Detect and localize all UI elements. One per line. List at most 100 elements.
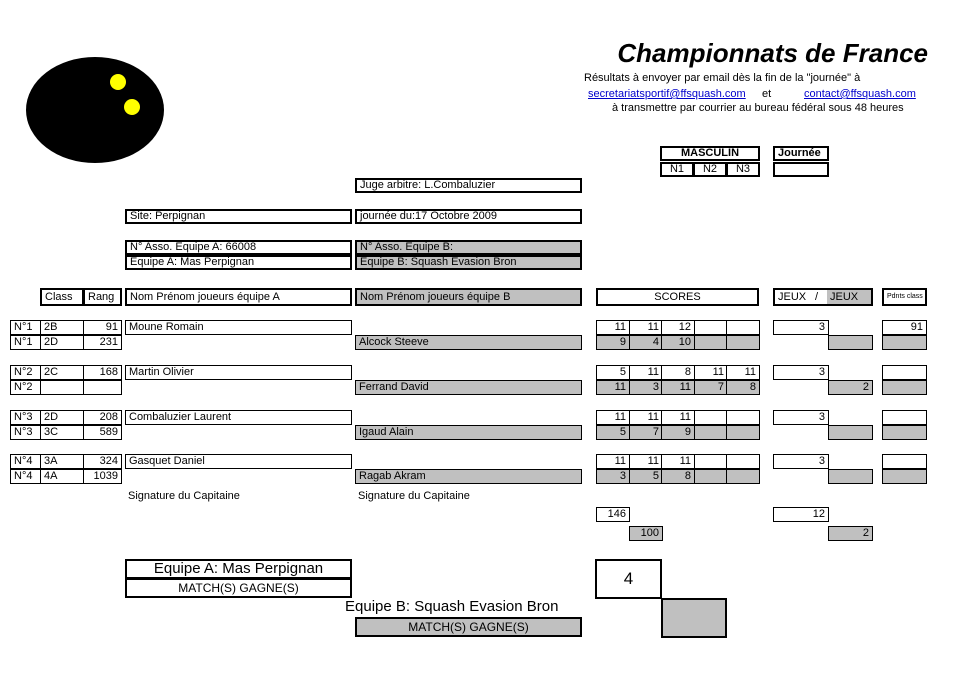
juge-arbitre: Juge arbitre: L.Combaluzier (355, 178, 582, 193)
header-line-3: à transmettre par courrier au bureau féd… (612, 102, 904, 114)
logo-dot-1 (110, 74, 126, 90)
score-a-game-3: 8 (661, 365, 695, 380)
header-jeux-slash: / (815, 291, 819, 303)
result-wins-a: 4 (595, 559, 662, 599)
jeux-a-value: 3 (773, 410, 829, 425)
score-a-game-4 (694, 410, 728, 425)
score-b-game-5 (726, 335, 760, 350)
page-title: Championnats de France (617, 38, 928, 68)
score-a-game-5 (726, 320, 760, 335)
jeux-a-value: 3 (773, 365, 829, 380)
match-number: N°4 (10, 454, 41, 469)
asso-equipe-b: N° Asso. Equipe B: (355, 240, 582, 255)
score-b-game-2: 4 (629, 335, 663, 350)
points-b-value (882, 335, 927, 350)
match-number: N°3 (10, 425, 41, 440)
site-field: Site: Perpignan (125, 209, 352, 224)
match-number: N°1 (10, 335, 41, 350)
division-n2: N2 (693, 162, 727, 177)
score-b-game-2: 3 (629, 380, 663, 395)
match-number: N°2 (10, 365, 41, 380)
player-a-class: 2B (40, 320, 84, 335)
player-a-rang: 208 (83, 410, 122, 425)
points-b-value (882, 469, 927, 484)
score-a-game-3: 11 (661, 454, 695, 469)
score-b-game-4 (694, 469, 728, 484)
score-a-game-2: 11 (629, 320, 663, 335)
header-points: Pdnts class (882, 288, 927, 306)
score-a-game-4 (694, 320, 728, 335)
asso-equipe-a: N° Asso. Equipe A: 66008 (125, 240, 352, 255)
jeux-b-value: 2 (828, 380, 873, 395)
score-b-game-5 (726, 469, 760, 484)
header-joueurs-a: Nom Prénom joueurs équipe A (125, 288, 352, 306)
points-a-value: 91 (882, 320, 927, 335)
jeux-b-value (828, 425, 873, 440)
score-b-game-3: 9 (661, 425, 695, 440)
score-a-game-1: 11 (596, 454, 630, 469)
score-a-game-3: 12 (661, 320, 695, 335)
score-b-game-1: 9 (596, 335, 630, 350)
header-jeux: JEUX / JEUX (773, 288, 873, 306)
player-a-name: Combaluzier Laurent (125, 410, 352, 425)
score-a-game-2: 11 (629, 410, 663, 425)
player-b-class: 3C (40, 425, 84, 440)
points-a-value (882, 365, 927, 380)
player-b-rang: 589 (83, 425, 122, 440)
header-scores: SCORES (596, 288, 759, 306)
score-b-game-4 (694, 425, 728, 440)
score-b-game-3: 10 (661, 335, 695, 350)
player-b-name: Alcock Steeve (355, 335, 582, 350)
score-a-game-2: 11 (629, 365, 663, 380)
jeux-a-value: 3 (773, 320, 829, 335)
jeux-b-value (828, 335, 873, 350)
points-b-value (882, 425, 927, 440)
email-link-secretariat[interactable]: secretariatsportif@ffsquash.com (588, 88, 746, 100)
score-a-game-1: 11 (596, 410, 630, 425)
score-a-game-5 (726, 410, 760, 425)
header-line-1: Résultats à envoyer par email dès la fin… (584, 72, 861, 84)
score-b-game-4: 7 (694, 380, 728, 395)
total-jeux-b: 2 (828, 526, 873, 541)
result-team-b: Equipe B: Squash Evasion Bron (345, 598, 559, 615)
email-link-contact[interactable]: contact@ffsquash.com (804, 88, 916, 100)
player-a-name: Moune Romain (125, 320, 352, 335)
jeux-a-value: 3 (773, 454, 829, 469)
header-jeux-b: JEUX (827, 290, 871, 304)
player-b-class: 4A (40, 469, 84, 484)
score-b-game-1: 3 (596, 469, 630, 484)
category-label: MASCULIN (660, 146, 760, 161)
player-a-rang: 324 (83, 454, 122, 469)
player-b-name: Igaud Alain (355, 425, 582, 440)
logo-dot-2 (124, 99, 140, 115)
score-b-game-5 (726, 425, 760, 440)
journee-value[interactable] (773, 162, 829, 177)
score-a-game-4: 11 (694, 365, 728, 380)
points-b-value (882, 380, 927, 395)
player-b-rang: 231 (83, 335, 122, 350)
header-joueurs-b: Nom Prénom joueurs équipe B (355, 288, 582, 306)
score-b-game-3: 11 (661, 380, 695, 395)
division-n1: N1 (660, 162, 694, 177)
player-a-class: 3A (40, 454, 84, 469)
player-b-rang (83, 380, 122, 395)
email-separator: et (762, 88, 772, 100)
result-wins-b (661, 598, 727, 638)
squash-logo (26, 57, 164, 163)
points-a-value (882, 454, 927, 469)
journee-label: Journée (773, 146, 829, 161)
score-b-game-1: 11 (596, 380, 630, 395)
match-number: N°1 (10, 320, 41, 335)
match-number: N°2 (10, 380, 41, 395)
score-b-game-2: 7 (629, 425, 663, 440)
player-b-class (40, 380, 84, 395)
signature-captain-b: Signature du Capitaine (358, 490, 470, 502)
header-class: Class (40, 288, 84, 306)
score-b-game-4 (694, 335, 728, 350)
score-a-game-1: 11 (596, 320, 630, 335)
result-team-a: Equipe A: Mas Perpignan (125, 559, 352, 579)
player-b-rang: 1039 (83, 469, 122, 484)
score-a-game-4 (694, 454, 728, 469)
jeux-b-value (828, 469, 873, 484)
equipe-b-name: Equipe B: Squash Evasion Bron (355, 255, 582, 270)
